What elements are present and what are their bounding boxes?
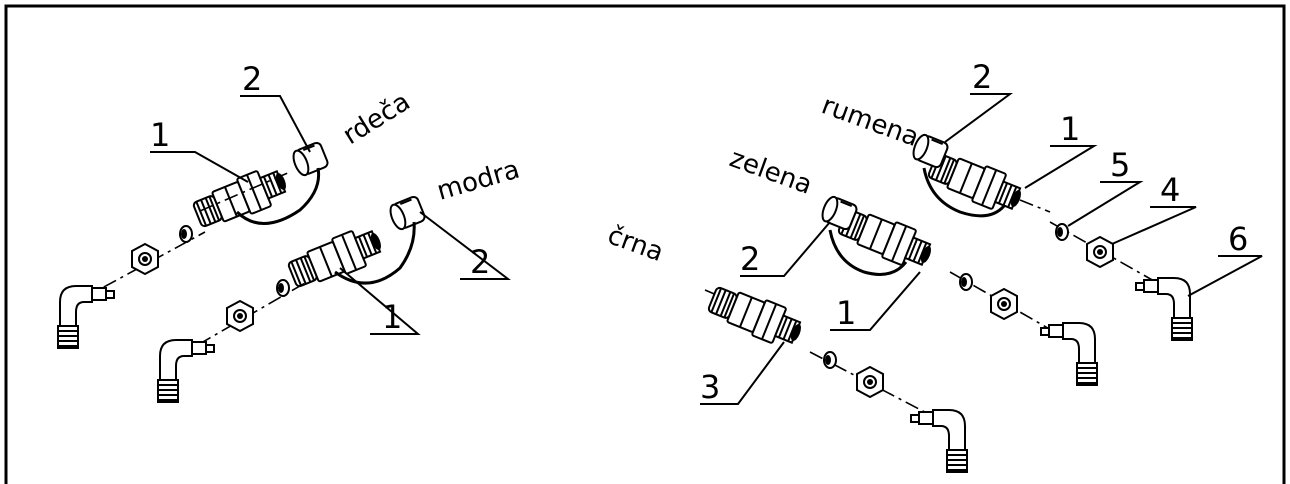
cap-rdeca [289, 140, 330, 179]
ring [1055, 223, 1069, 241]
part-number: 5 [1110, 146, 1130, 184]
leader-line [1024, 145, 1098, 189]
leader-line [944, 93, 1014, 143]
part-number: 2 [740, 240, 760, 278]
nut [990, 288, 1018, 320]
nut [856, 366, 884, 398]
cap-strap [334, 221, 416, 285]
part-number: 3 [700, 368, 720, 406]
left-assembly: 1 2 1 2 rdeča modra [57, 60, 523, 403]
part-number: 2 [972, 58, 992, 96]
cap-strap [235, 167, 321, 225]
leader-line [240, 95, 311, 153]
part-number: 1 [382, 298, 402, 336]
coupling-crna [704, 280, 808, 353]
axis-line [199, 171, 291, 212]
elbow-fitting [157, 339, 215, 403]
cap-strap [922, 167, 1006, 218]
elbow-fitting [1135, 277, 1193, 341]
leader-line [1111, 206, 1197, 245]
nut [131, 243, 159, 275]
leader-line [339, 267, 421, 335]
ring [959, 273, 973, 291]
nut [1086, 236, 1114, 268]
part-number: 4 [1160, 171, 1180, 209]
label-zelena: zelena [726, 143, 816, 200]
axis-line [1049, 221, 1171, 291]
leader-line [1067, 181, 1144, 227]
label-rumena: rumena [818, 90, 923, 153]
leader-line [150, 151, 249, 183]
label-modra: modra [434, 155, 523, 207]
leader-line [740, 221, 831, 277]
label-crna: črna [604, 220, 668, 268]
label-rdeca: rdeča [338, 87, 416, 151]
leader-line [419, 211, 511, 280]
nut [226, 300, 254, 332]
elbow-fitting [57, 285, 115, 349]
elbow-fitting [1040, 322, 1098, 386]
part-number: 1 [150, 116, 170, 154]
ring [276, 279, 290, 297]
leader-line [1187, 255, 1263, 297]
part-number: 1 [836, 294, 856, 332]
leader-line [830, 271, 921, 331]
part-number: 1 [1060, 110, 1080, 148]
cap-strap [828, 229, 908, 276]
elbow-fitting [910, 409, 968, 473]
part-number: 6 [1228, 220, 1248, 258]
part-number: 2 [242, 60, 262, 98]
right-assembly: 2 1 5 4 6 2 1 3 rumena zelena črna [604, 58, 1263, 473]
part-number: 2 [470, 243, 490, 281]
axis-line [1019, 199, 1051, 213]
ring [179, 225, 193, 243]
leader-line [700, 341, 785, 405]
ring [823, 351, 837, 369]
axis-line [79, 231, 206, 301]
drawing-frame [4, 4, 1286, 484]
